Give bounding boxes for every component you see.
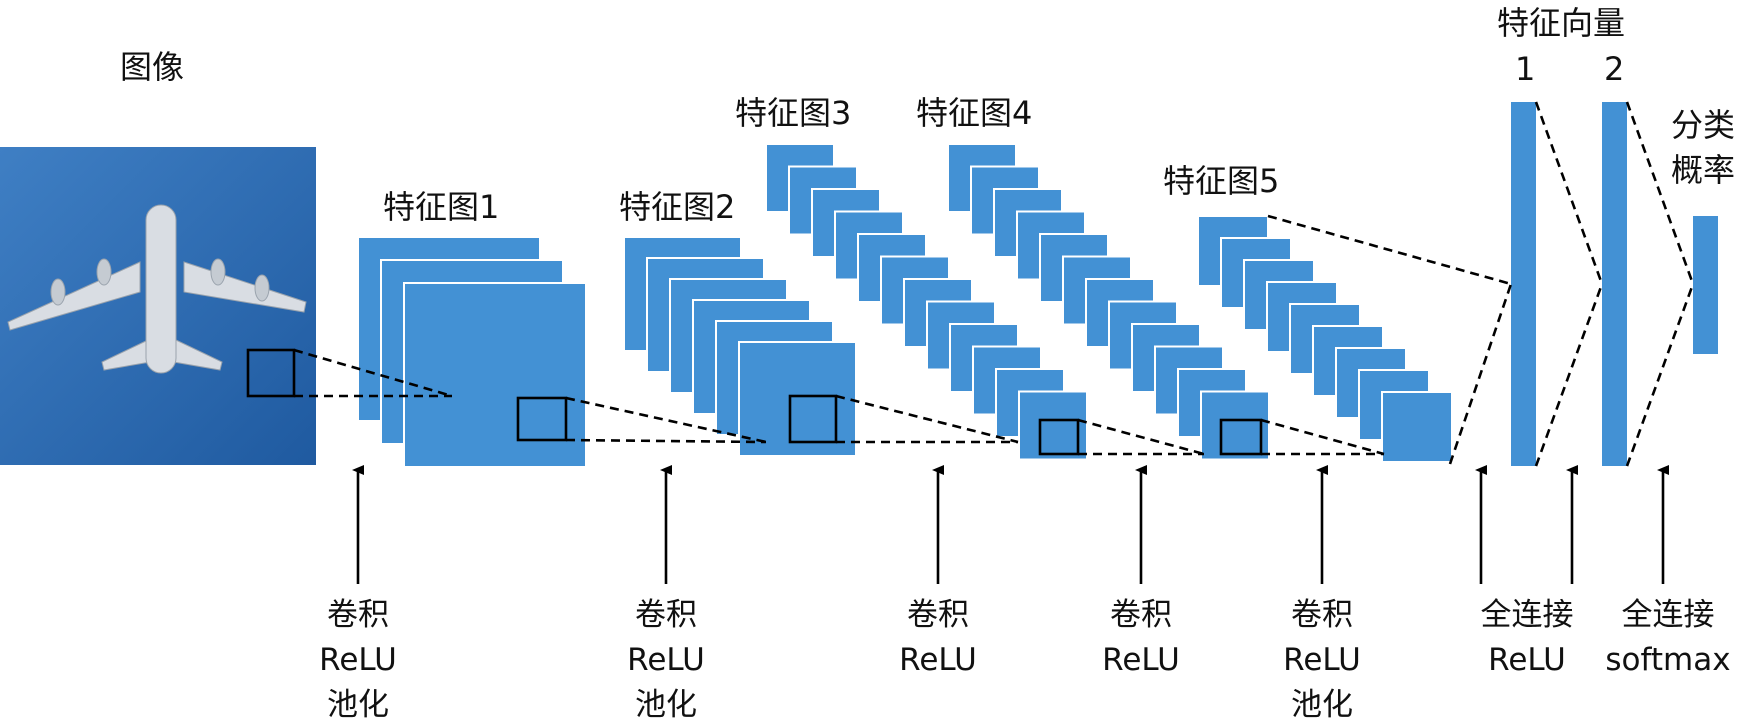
feature-map-5-stack — [1197, 215, 1453, 463]
receptive-field-box-4 — [1038, 418, 1080, 456]
op-2-line-2: ReLU — [627, 642, 705, 678]
airplane-icon — [7, 204, 307, 374]
receptive-field-box-1 — [246, 348, 296, 398]
feature-map-1-stack — [357, 236, 587, 468]
op-5-line-1: 卷积 — [1291, 597, 1353, 633]
feature-map-3-channel — [1018, 390, 1088, 461]
op-6-line-2: ReLU — [1488, 642, 1566, 678]
class-probability-label-line2: 概率 — [1671, 151, 1735, 189]
op-5-line-3: 池化 — [1291, 687, 1353, 723]
op-7-line-1: 全连接 — [1622, 597, 1715, 633]
input-image — [0, 147, 316, 465]
receptive-field-box-2 — [516, 396, 568, 442]
feature-vector-1-label: 1 — [1515, 50, 1535, 88]
feature-vector-2-label: 2 — [1604, 50, 1624, 88]
class-probability-label-line1: 分类 — [1671, 106, 1735, 144]
feature-vector-1 — [1511, 102, 1536, 466]
receptive-field-box-3 — [788, 394, 838, 444]
feature-map-5-channel — [1381, 391, 1453, 463]
op-4-line-1: 卷积 — [1110, 597, 1172, 633]
feature-map-4-stack — [947, 143, 1270, 461]
feature-map-4-channel — [1200, 390, 1270, 461]
class-probability-vector — [1693, 216, 1718, 354]
image-label: 图像 — [120, 48, 184, 86]
op-2-line-3: 池化 — [635, 687, 697, 723]
op-4-line-2: ReLU — [1102, 642, 1180, 678]
operation-labels: 卷积 ReLU 池化 卷积 ReLU 池化 卷积 ReLU 卷积 ReLU 卷积… — [319, 597, 1730, 723]
op-1-line-2: ReLU — [319, 642, 397, 678]
feature-map-2-label: 特征图2 — [619, 188, 735, 226]
op-7-line-2: softmax — [1605, 642, 1730, 678]
op-2-line-1: 卷积 — [635, 597, 697, 633]
feature-map-5-label: 特征图5 — [1163, 162, 1279, 200]
feature-map-4-label: 特征图4 — [916, 94, 1032, 132]
op-6-line-1: 全连接 — [1481, 597, 1574, 633]
op-3-line-2: ReLU — [899, 642, 977, 678]
feature-map-3-label: 特征图3 — [735, 94, 851, 132]
op-1-line-3: 池化 — [327, 687, 389, 723]
feature-map-3-stack — [765, 143, 1088, 461]
op-5-line-2: ReLU — [1283, 642, 1361, 678]
op-1-line-1: 卷积 — [327, 597, 389, 633]
operation-arrows — [352, 465, 1669, 584]
op-3-line-1: 卷积 — [907, 597, 969, 633]
projection-lines — [293, 101, 1695, 467]
feature-map-1-channel — [403, 282, 587, 468]
feature-vector-label: 特征向量 — [1497, 4, 1625, 42]
feature-map-2-stack — [623, 236, 857, 457]
receptive-field-box-5 — [1219, 418, 1263, 456]
feature-vector-2 — [1602, 102, 1627, 466]
feature-map-1-label: 特征图1 — [383, 188, 499, 226]
feature-map-2-channel — [738, 341, 857, 457]
